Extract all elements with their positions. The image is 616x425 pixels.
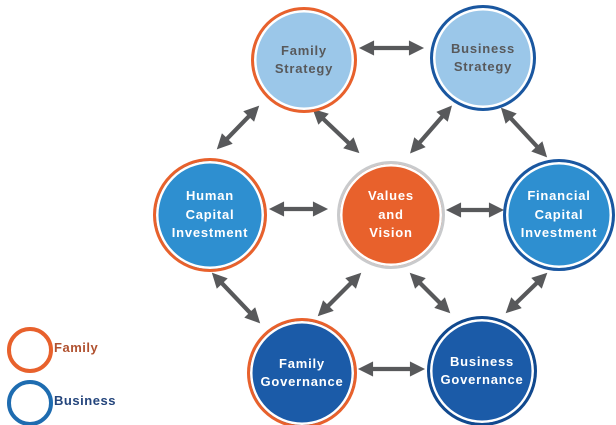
node-business-strategy-label: Business Strategy: [450, 40, 516, 74]
arrow-values-business-governance: [409, 272, 451, 314]
legend-business-label: Business: [54, 393, 116, 408]
node-family-governance-label: Family Governance: [260, 355, 344, 389]
legend-family-label: Family: [54, 340, 99, 355]
node-human-capital-investment: Human Capital Investment: [153, 158, 267, 272]
node-family-strategy-label: Family Strategy: [274, 42, 334, 76]
node-financial-capital-investment-label: Financial Capital Investment: [520, 188, 598, 241]
arrow-business-strategy-values: [410, 105, 452, 154]
legend-business-ring-icon: [7, 380, 53, 425]
node-values-and-vision: Values and Vision: [337, 161, 445, 269]
node-business-governance-label: Business Governance: [440, 353, 524, 387]
legend-family-ring-icon: [7, 327, 53, 373]
arrow-values-family-governance: [317, 272, 362, 317]
node-family-governance: Family Governance: [247, 318, 357, 425]
node-business-governance: Business Governance: [427, 316, 537, 425]
node-business-strategy: Business Strategy: [430, 5, 536, 111]
arrow-financial-capital-business-governance: [505, 272, 548, 314]
node-values-and-vision-label: Values and Vision: [368, 188, 414, 241]
arrow-business-strategy-financial-capital: [500, 107, 548, 158]
arrow-family-strategy-human-capital: [216, 105, 260, 150]
node-human-capital-investment-label: Human Capital Investment: [171, 188, 249, 241]
arrow-human-capital-family-governance: [211, 272, 261, 324]
node-family-strategy: Family Strategy: [251, 7, 357, 113]
node-financial-capital-investment: Financial Capital Investment: [503, 159, 615, 271]
arrow-family-strategy-values: [312, 108, 360, 154]
